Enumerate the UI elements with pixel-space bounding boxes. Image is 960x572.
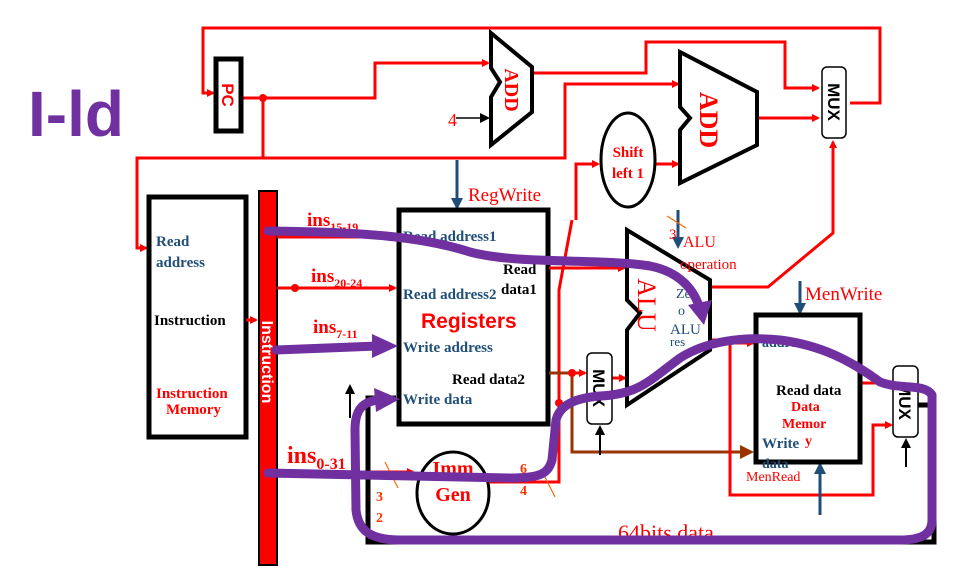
reg-read-address2: Read address2: [403, 287, 497, 303]
imem-read-address-1: Read: [156, 234, 190, 250]
constant-four: 4: [448, 110, 457, 130]
shift-left-unit: Shift left 1: [599, 111, 657, 209]
dmem-write-1: Write: [762, 436, 800, 452]
regwrite-label: RegWrite: [468, 185, 541, 206]
imm-in-width-b: 2: [376, 511, 383, 526]
imem-read-address-2: address: [156, 255, 205, 271]
alu-op-label-1: ALU: [683, 234, 716, 251]
alu: ALU Zer o ALU res: [625, 226, 712, 409]
memread-label: MenRead: [746, 470, 800, 485]
registers-name: Registers: [421, 310, 517, 333]
instruction-memory: Read address Instruction Instruction Mem…: [146, 194, 258, 440]
alu-label: ALU: [632, 278, 661, 332]
field-label-20-24: ins20-24: [311, 266, 362, 290]
pc-mux-label: MUX: [824, 83, 843, 121]
alu-result-a: ALU: [670, 322, 701, 338]
dmem-name-1: Data: [791, 400, 820, 415]
register-file: Read address1 Read address2 Registers Wr…: [396, 207, 551, 427]
reg-read-data1-b: data1: [501, 282, 537, 298]
reg-read-data2: Read data2: [452, 372, 525, 388]
imm-gen-label-2: Gen: [435, 484, 471, 506]
alu-op-label-2: operation: [680, 257, 737, 273]
pc-adder: ADD 4: [448, 28, 534, 150]
imm-out-width-a: 6: [520, 462, 527, 477]
dmem-name-3: y: [805, 434, 812, 449]
imm-out-width-b: 4: [520, 484, 527, 499]
alu-zero-b: o: [678, 304, 685, 319]
reg-write-data: Write data: [403, 392, 473, 408]
field-label-7-11: ins7-11: [313, 317, 358, 341]
shift-label-2: left 1: [612, 166, 644, 182]
alu-op-width: 3: [669, 227, 677, 243]
writeback-mux: MUX: [892, 365, 919, 438]
memwrite-label: MenWrite: [805, 284, 882, 305]
reg-write-address: Write address: [403, 340, 493, 356]
branch-adder-label: ADD: [694, 92, 723, 148]
annotation-strokes: [263, 226, 937, 545]
slide-title: I-ld: [28, 78, 124, 150]
dmem-read-data: Read data: [776, 383, 842, 399]
alu-mux-label: MUX: [589, 369, 608, 407]
branch-adder: ADD: [678, 48, 759, 187]
imem-name-1: Instruction: [156, 386, 228, 402]
dmem-name-2: Memor: [782, 417, 826, 432]
imem-name-2: Memory: [166, 402, 221, 418]
pc-adder-label: ADD: [500, 68, 522, 111]
imem-instruction-port: Instruction: [154, 313, 226, 329]
imm-in-width-a: 3: [376, 490, 383, 505]
alu-result-b: res: [670, 334, 685, 349]
field-label-0-31: ins0-31: [287, 443, 346, 473]
pc-label: PC: [218, 83, 237, 107]
wb-mux-label: MUX: [895, 382, 914, 420]
pc-register: PC: [213, 56, 244, 134]
instruction-bus-label: Instruction: [258, 321, 275, 404]
reg-read-data1-a: Read: [503, 262, 537, 278]
pc-mux: MUX: [821, 66, 847, 139]
instruction-bus: Instruction: [258, 190, 278, 566]
dmem-write-2: data: [762, 457, 788, 472]
alu-src-mux: MUX: [586, 352, 613, 425]
read-data2-path: [549, 371, 754, 459]
pc-wires: [135, 26, 882, 289]
shift-label-1: Shift: [613, 145, 644, 161]
